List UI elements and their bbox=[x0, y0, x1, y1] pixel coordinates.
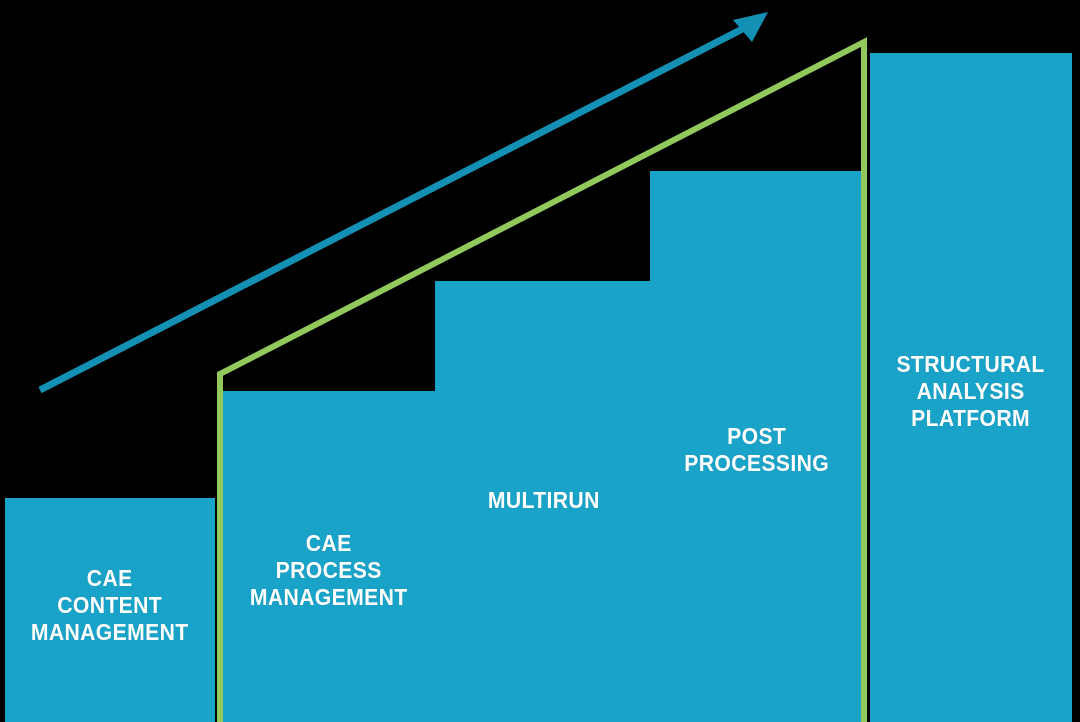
bar-cae-process-management[interactable]: CAE PROCESS MANAGEMENT bbox=[222, 391, 435, 722]
bar-label-multirun: MULTIRUN bbox=[487, 487, 600, 513]
bar-label-structural-analysis-platform: STRUCTURAL ANALYSIS PLATFORM bbox=[896, 351, 1046, 431]
bar-structural-analysis-platform[interactable]: STRUCTURAL ANALYSIS PLATFORM bbox=[870, 53, 1072, 722]
bar-cae-content-management[interactable]: CAE CONTENT MANAGEMENT bbox=[5, 498, 215, 722]
bar-multirun[interactable]: MULTIRUN bbox=[435, 281, 652, 722]
bar-label-cae-content-management: CAE CONTENT MANAGEMENT bbox=[31, 565, 189, 645]
bar-label-cae-process-management: CAE PROCESS MANAGEMENT bbox=[249, 530, 408, 610]
growth-arrow-head bbox=[733, 12, 768, 42]
bar-post-processing[interactable]: POST PROCESSING bbox=[650, 171, 863, 722]
bar-label-post-processing: POST PROCESSING bbox=[684, 423, 829, 476]
